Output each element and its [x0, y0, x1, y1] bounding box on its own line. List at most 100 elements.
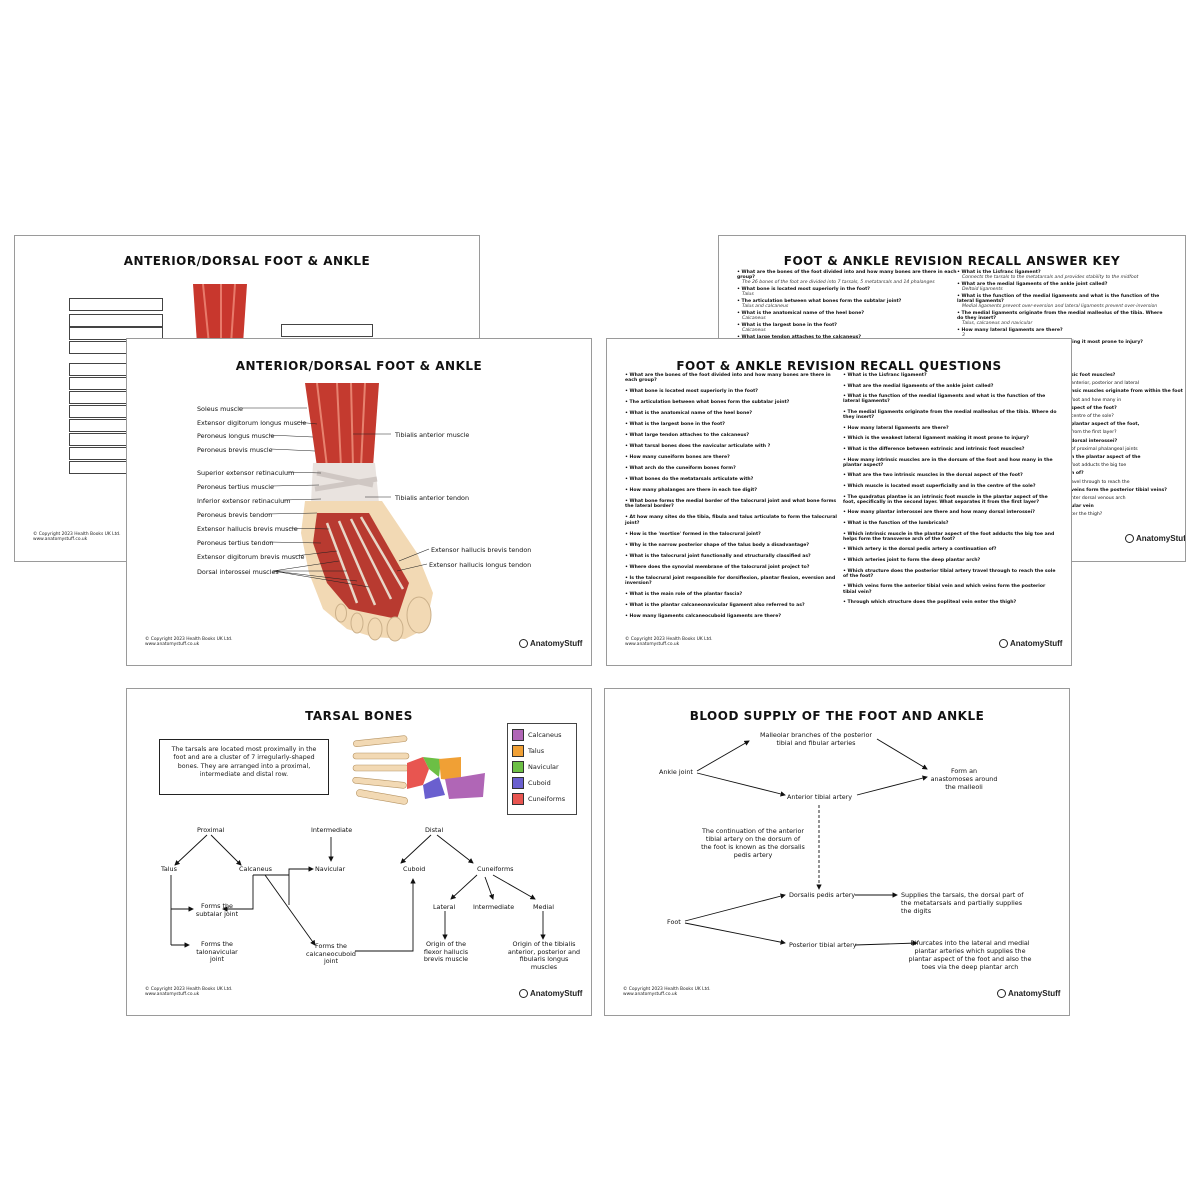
- questions-left-column: • What are the bones of the foot divided…: [625, 373, 837, 625]
- legend-swatch: [512, 745, 524, 757]
- legend-label: Calcaneus: [528, 731, 562, 739]
- question-item: • What is the function of the medial lig…: [843, 394, 1046, 405]
- answer-item: • What is the anatomical name of the hee…: [737, 311, 957, 321]
- node-flexor-origin: Origin of the flexor hallucis brevis mus…: [423, 940, 469, 964]
- answer-question: • What is the anatomical name of the hee…: [737, 310, 865, 316]
- question-item: • How many ligaments calcaneocuboid liga…: [625, 613, 781, 619]
- answer-edge-line: nsic muscles originate from within the f…: [1071, 389, 1183, 395]
- question-item: • How many cuneiform bones are there?: [625, 455, 730, 461]
- answer-text: Talus, calcaneus and navicular: [962, 321, 1033, 327]
- sheet-tarsal-bones: TARSAL BONES The tarsals are located mos…: [126, 688, 592, 1016]
- question-item: • Where does the synovial membrane of th…: [625, 564, 810, 570]
- answer-edge-line: anterior, posterior and lateral: [1071, 381, 1140, 387]
- answer-item: • What is the largest bone in the foot?C…: [737, 323, 957, 333]
- question-item: • Why is the narrow posterior shape of t…: [625, 542, 810, 548]
- legend-box: Calcaneus Talus Navicular Cuboid Cuneifo…: [507, 723, 577, 815]
- blank-label-box[interactable]: [281, 324, 373, 337]
- legend-label: Cuboid: [528, 779, 551, 787]
- answer-question: • The articulation between what bones fo…: [737, 299, 902, 305]
- legend-swatch: [512, 761, 524, 773]
- copyright-line: © Copyright 2023 Health Books UK Ltd.: [623, 987, 711, 992]
- node-ankle-joint: Ankle joint: [659, 768, 693, 776]
- answer-text: Calcaneus: [742, 328, 766, 334]
- node-calcaneocuboid-joint: Forms the calcaneocuboid joint: [306, 942, 356, 966]
- label-superior-extensor-retinaculum: Superior extensor retinaculum: [197, 469, 295, 477]
- muscle-illustration-partial: [193, 284, 247, 344]
- answer-text: Calcaneus: [742, 316, 766, 322]
- anatomystuff-logo: AnatomyStuff: [519, 639, 582, 648]
- copyright-line: © Copyright 2023 Health Books UK Ltd.: [145, 987, 233, 992]
- answer-edge-line: sic foot muscles?: [1071, 373, 1116, 378]
- answer-question: • What large tendon attaches to the calc…: [737, 335, 861, 340]
- question-item: • Which arteries joint to form the deep …: [843, 557, 981, 563]
- question-item: • Which structure does the posterior tib…: [843, 568, 1056, 579]
- questions-right-column: • What is the Lisfranc ligament? • What a…: [843, 373, 1059, 611]
- node-lateral: Lateral: [433, 903, 456, 911]
- question-item: • How many intrinsic muscles are in the …: [843, 457, 1053, 468]
- blank-label-box[interactable]: [69, 298, 163, 311]
- sheet-title: ANTERIOR/DORSAL FOOT & ANKLE: [235, 359, 483, 373]
- legend-swatch: [512, 777, 524, 789]
- question-item: • What is the Lisfranc ligament?: [843, 373, 927, 378]
- answer-text: The 26 bones of the foot are divided int…: [742, 280, 935, 286]
- question-item: • Which intrinsic muscle in the plantar …: [843, 531, 1055, 542]
- answer-item: • The articulation between what bones fo…: [737, 299, 957, 309]
- anatomystuff-logo: AnatomyStuff: [519, 989, 582, 998]
- answer-item: • The medial ligaments originate from th…: [957, 311, 1167, 327]
- label-peroneus-tertius-tendon: Peroneus tertius tendon: [197, 539, 274, 547]
- website-line: www.anatomystuff.co.uk: [33, 537, 88, 543]
- website-line: www.anatomystuff.co.uk: [625, 642, 680, 648]
- node-medial: Medial: [533, 903, 554, 911]
- label-extensor-hallucis-brevis-muscle: Extensor hallucis brevis muscle: [197, 525, 298, 533]
- question-item: • Through which structure does the popli…: [843, 600, 1017, 606]
- anatomystuff-logo: AnatomyStuff: [999, 639, 1062, 648]
- sheet-title: ANTERIOR/DORSAL FOOT & ANKLE: [123, 254, 371, 268]
- legend-item: Navicular: [512, 759, 572, 775]
- node-anastomoses: Form an anastomoses around the malleoli: [930, 767, 998, 791]
- answer-edge-line: dorsal interossei?: [1071, 438, 1118, 444]
- question-item: • What is the plantar calcaneonavicular …: [625, 602, 805, 608]
- answer-question: • What are the bones of the foot divided…: [737, 270, 957, 281]
- copyright-text: © Copyright 2023 Health Books UK Ltd. ww…: [145, 987, 232, 997]
- answer-edge-line: foot and how many in: [1071, 397, 1122, 403]
- node-calcaneus: Calcaneus: [239, 865, 272, 873]
- question-item: • What are the two intrinsic muscles in …: [843, 473, 1023, 479]
- node-navicular: Navicular: [315, 865, 346, 873]
- legend-label: Navicular: [528, 763, 559, 771]
- foot-bones-illustration: [352, 735, 485, 805]
- node-continuation-note: The continuation of the anterior tibial …: [701, 827, 805, 859]
- intro-box: The tarsals are located most proximally …: [159, 739, 329, 795]
- question-item: • What tarsal bones does the navicular a…: [625, 444, 771, 450]
- logo-text: AnatomyStuff: [530, 639, 583, 648]
- tarsal-flowchart-arrows: [170, 834, 546, 952]
- node-distal: Distal: [425, 826, 444, 834]
- answer-question: • How many lateral ligaments are there?: [957, 328, 1063, 334]
- answer-text: 3: [962, 333, 965, 339]
- sheet-title: BLOOD SUPPLY OF THE FOOT AND ANKLE: [689, 709, 985, 723]
- answer-item: • What is the function of the medial lig…: [957, 294, 1167, 310]
- node-talus: Talus: [161, 865, 177, 873]
- anatomystuff-logo: AnatomyStuff: [997, 989, 1060, 998]
- blank-label-box[interactable]: [69, 314, 163, 327]
- legend-label: Cuneiforms: [528, 795, 566, 803]
- label-peroneus-longus: Peroneus longus muscle: [197, 432, 275, 440]
- foot-illustration: [301, 383, 433, 642]
- answer-edge-line: centre of the sole?: [1071, 414, 1114, 420]
- answer-item: • What are the bones of the foot divided…: [737, 270, 957, 286]
- question-item: • The medial ligaments originate from th…: [843, 409, 1057, 421]
- answer-key-edge-column: sic foot muscles? anterior, posterior and…: [1071, 373, 1183, 521]
- logo-icon: [519, 639, 528, 648]
- label-dorsal-interossei: Dorsal interossei muscles: [197, 568, 279, 576]
- question-item: • What is the function of the lumbricals…: [843, 520, 949, 526]
- blank-label-box[interactable]: [69, 327, 163, 340]
- answer-edge-line: n of?: [1071, 471, 1084, 477]
- question-item: • Which is the weakest lateral ligament …: [843, 436, 1029, 442]
- question-item: • What arch do the cuneiform bones form?: [625, 466, 736, 472]
- logo-text: AnatomyStuff: [1136, 534, 1186, 543]
- answer-edge-line: avel through to reach the: [1071, 479, 1130, 485]
- label-tibialis-anterior-muscle: Tibialis anterior muscle: [395, 431, 470, 439]
- question-item: • What is the anatomical name of the hee…: [625, 411, 753, 417]
- copyright-line: © Copyright 2023 Health Books UK Ltd.: [145, 637, 233, 642]
- label-inferior-extensor-retinaculum: Inferior extensor retinaculum: [197, 497, 291, 505]
